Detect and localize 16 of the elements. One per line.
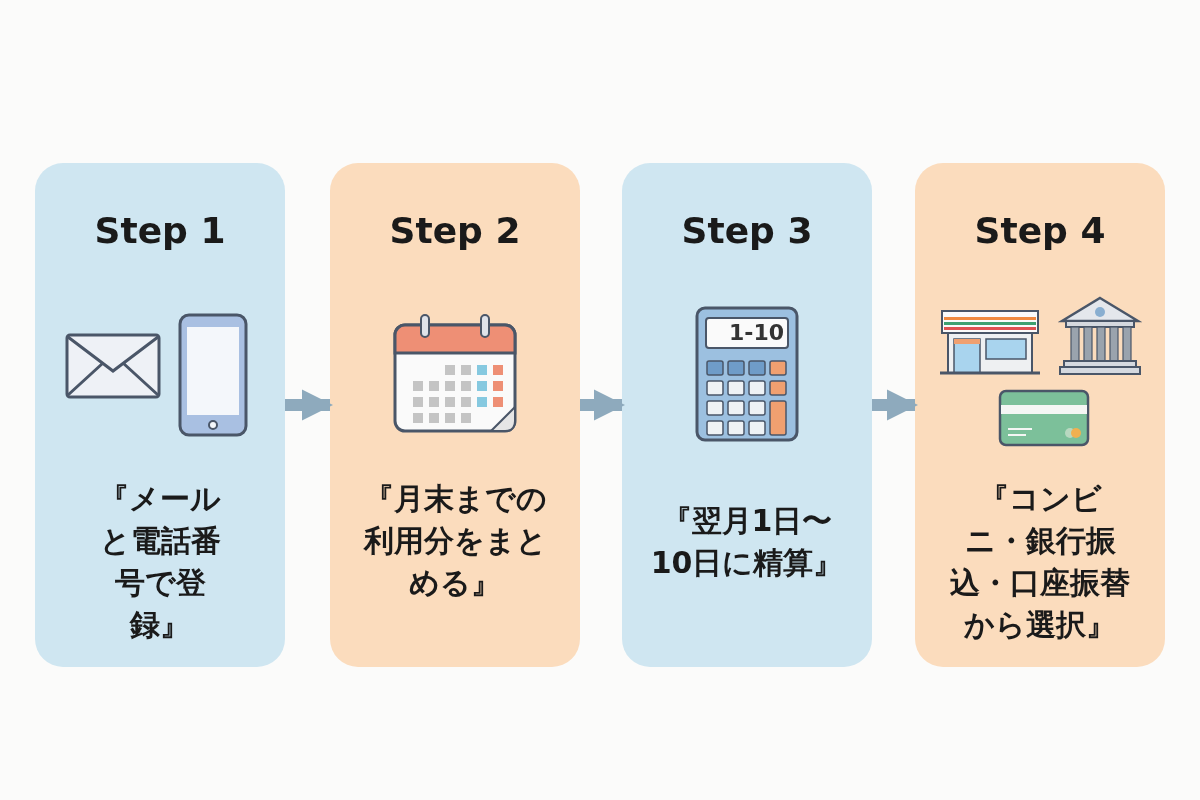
step-description: 『翌月1日〜10日に精算』 <box>649 502 845 582</box>
step-description: 『メールと電話番号で登録』 <box>98 480 222 644</box>
step-card <box>35 163 285 667</box>
step-title: Step 1 <box>94 210 226 251</box>
arrow <box>285 389 334 421</box>
arrow <box>872 389 919 421</box>
step-title: Step 4 <box>974 210 1106 251</box>
step-card <box>622 163 872 667</box>
step-card <box>330 163 580 667</box>
calculator-display: 1-10 <box>727 320 784 346</box>
step-title: Step 3 <box>681 210 813 251</box>
step-title: Step 2 <box>389 210 521 251</box>
arrow <box>580 389 626 421</box>
step-card <box>915 163 1165 667</box>
step-description: 『コンビニ・銀行振込・口座振替から選択』 <box>950 480 1130 644</box>
step-description: 『月末までの利用分をまとめる』 <box>362 480 548 602</box>
